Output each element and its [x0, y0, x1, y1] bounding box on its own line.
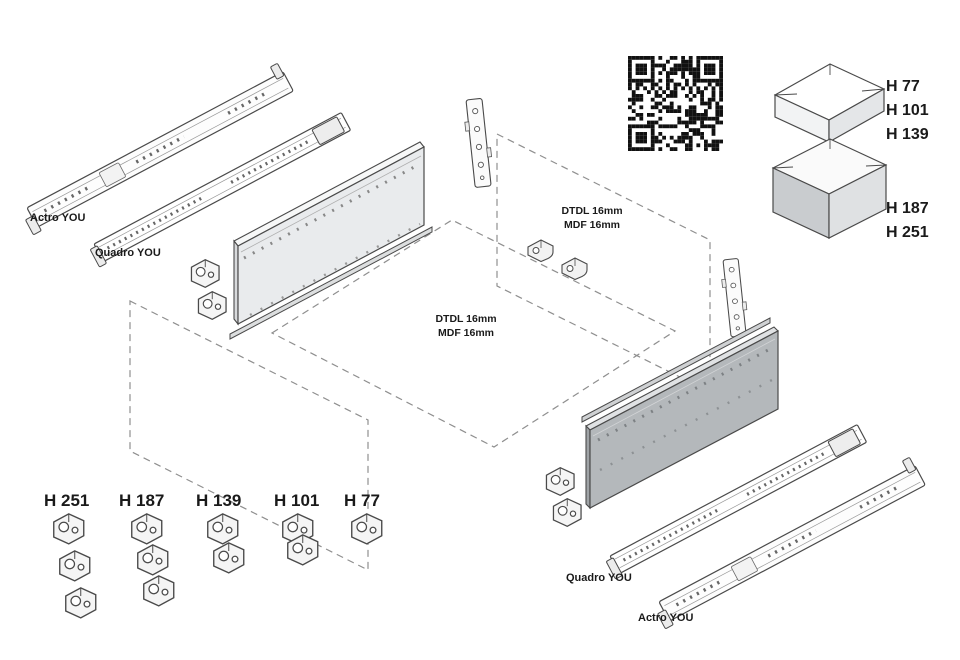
back-connector-rail-right [719, 257, 751, 338]
bracket-stack-h139 [207, 513, 245, 574]
label-quadro-top: Quadro YOU [95, 247, 161, 259]
bottom-panel-note-line2: MDF 16mm [438, 327, 494, 339]
drawer-box-shallow [773, 63, 886, 144]
bracket-label-h77: H 77 [344, 491, 380, 510]
box-height-label-h139: H 139 [886, 126, 929, 143]
box-height-label-h101: H 101 [886, 102, 929, 119]
label-quadro-bottom: Quadro YOU [566, 572, 632, 584]
back-panel-note-line2: MDF 16mm [564, 219, 620, 231]
panel-clip-left-1 [190, 259, 220, 288]
label-actro-top: Actro YOU [30, 212, 85, 224]
bracket-stack-h77 [351, 513, 383, 545]
panel-clip-left-2 [197, 291, 227, 320]
back-panel-note-line1: DTDL 16mm [561, 205, 622, 217]
bracket-stack-h187 [131, 513, 175, 607]
box-height-label-h251: H 251 [886, 224, 929, 241]
bracket-stack-h101 [282, 513, 319, 566]
vrail-right-wrap [719, 257, 751, 338]
slide-actro-top [14, 61, 298, 237]
back-connector-rail-left [461, 97, 496, 189]
gallery-rail-left [229, 226, 433, 340]
rear-bracket-1 [527, 239, 554, 263]
bracket-label-h101: H 101 [274, 491, 319, 510]
bottom-panel-outline [270, 219, 677, 448]
front-panel-outline [129, 300, 369, 571]
box-height-label-h77: H 77 [886, 78, 920, 95]
gallery-rail-right [581, 317, 771, 423]
back-panel-outline [496, 133, 711, 393]
drawer-box-deep [771, 138, 888, 239]
panel-clip-right-2 [552, 498, 582, 527]
drawer-side-panel-right [585, 326, 779, 510]
bracket-label-h139: H 139 [196, 491, 241, 510]
panel-clip-right-1 [545, 467, 575, 496]
bracket-label-h251: H 251 [44, 491, 89, 510]
label-actro-bottom: Actro YOU [638, 612, 693, 624]
bracket-label-h187: H 187 [119, 491, 164, 510]
box-height-label-h187: H 187 [886, 200, 929, 217]
bottom-panel-note-line1: DTDL 16mm [435, 313, 496, 325]
qr-code [628, 56, 723, 151]
bracket-stack-h251 [53, 513, 97, 619]
drawer-side-panel-left [233, 141, 425, 326]
